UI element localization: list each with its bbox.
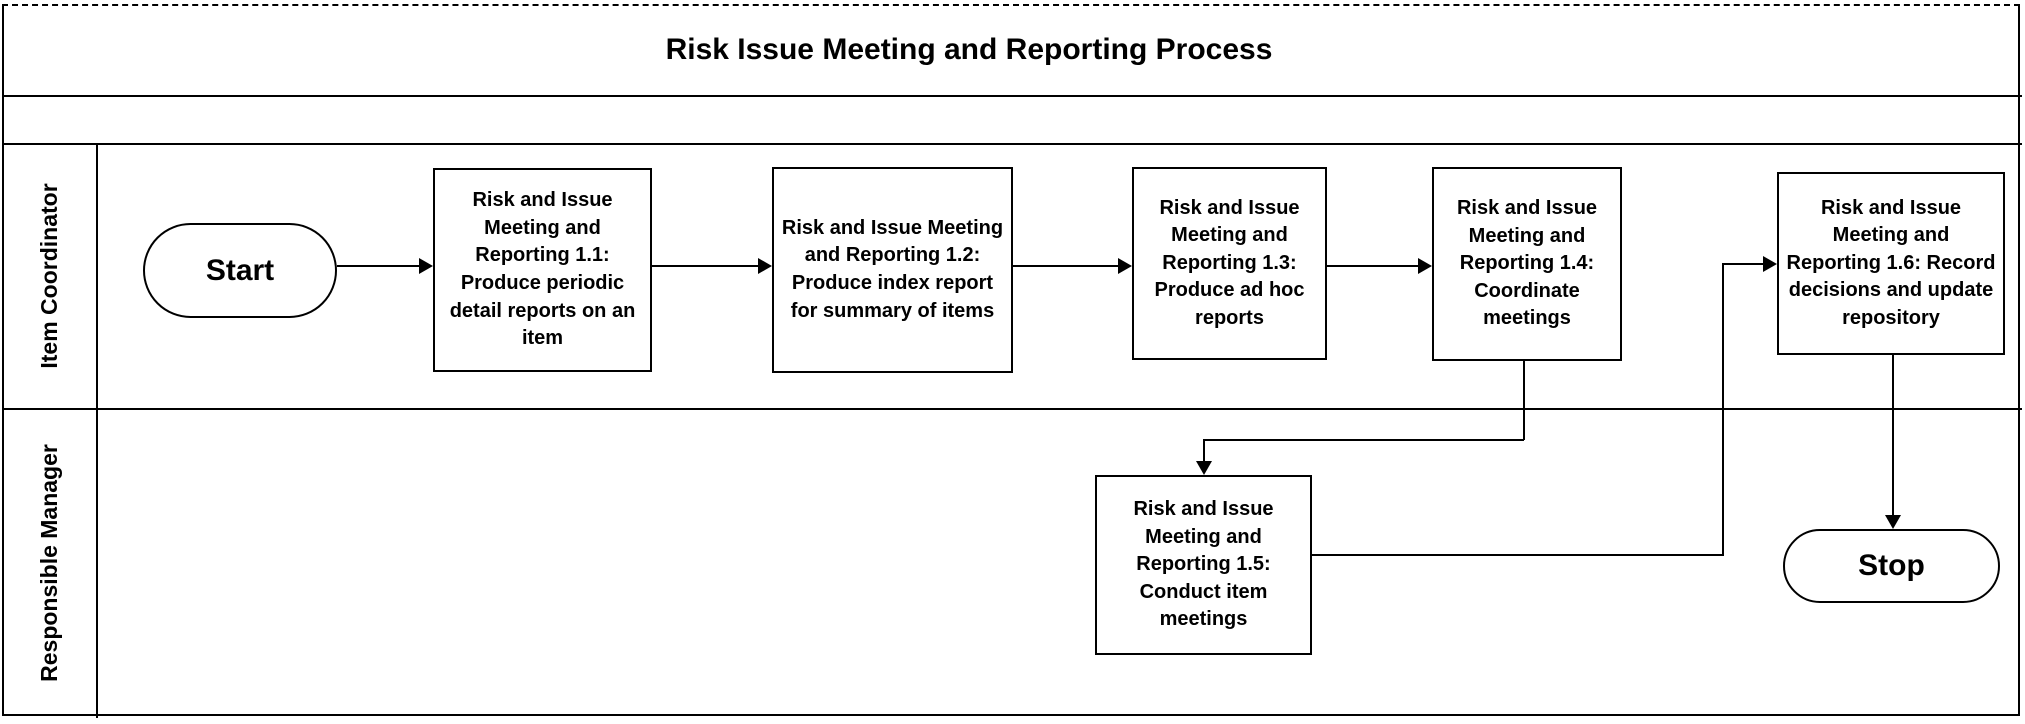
edge-1-6-to-stop-arrowhead-icon: [1885, 515, 1901, 529]
lane-divider-line: [2, 408, 2022, 410]
edge-1-6-to-stop-line: [1892, 355, 1894, 515]
edge-start-to-1-1-line: [337, 265, 420, 267]
lane-label-item-coordinator: Item Coordinator: [35, 183, 62, 369]
title-separator-line: [2, 95, 2022, 97]
edge-1-3-to-1-4-arrowhead-icon: [1418, 258, 1432, 274]
edge-1-5-to-1-6-arrowhead-icon: [1763, 256, 1777, 272]
outer-border: [2, 4, 2020, 716]
process-box-1-3: Risk and Issue Meeting and Reporting 1.3…: [1132, 167, 1327, 360]
edge-1-1-to-1-2-line: [652, 265, 758, 267]
diagram-title: Risk Issue Meeting and Reporting Process: [665, 32, 1273, 66]
process-box-1-2: Risk and Issue Meeting and Reporting 1.2…: [772, 167, 1013, 373]
edge-start-to-1-1-arrowhead-icon: [419, 258, 433, 274]
edge-1-4-to-1-5-segment-left: [1203, 439, 1524, 441]
edge-1-4-to-1-5-segment-down-2: [1203, 440, 1205, 462]
header-spacer-line: [2, 143, 2022, 145]
lane-label-column-line: [96, 143, 98, 718]
lane-label-responsible-manager: Responsible Manager: [35, 444, 62, 682]
edge-1-2-to-1-3-arrowhead-icon: [1118, 258, 1132, 274]
stop-terminator: Stop: [1783, 529, 2000, 603]
process-box-1-6: Risk and Issue Meeting and Reporting 1.6…: [1777, 172, 2005, 355]
edge-1-5-to-1-6-segment-right: [1312, 554, 1724, 556]
process-box-1-5: Risk and Issue Meeting and Reporting 1.5…: [1095, 475, 1312, 655]
edge-1-3-to-1-4-line: [1327, 265, 1418, 267]
edge-1-2-to-1-3-line: [1013, 265, 1118, 267]
process-box-1-4: Risk and Issue Meeting and Reporting 1.4…: [1432, 167, 1622, 361]
process-box-1-1: Risk and Issue Meeting and Reporting 1.1…: [433, 168, 652, 372]
diagram-title-row: Risk Issue Meeting and Reporting Process: [2, 4, 2020, 95]
edge-1-4-to-1-5-segment-down: [1523, 361, 1525, 440]
edge-1-5-to-1-6-segment-right-2: [1722, 263, 1763, 265]
edge-1-1-to-1-2-arrowhead-icon: [758, 258, 772, 274]
start-terminator: Start: [143, 223, 337, 318]
edge-1-5-to-1-6-segment-up: [1722, 263, 1724, 555]
edge-1-4-to-1-5-arrowhead-icon: [1196, 461, 1212, 475]
